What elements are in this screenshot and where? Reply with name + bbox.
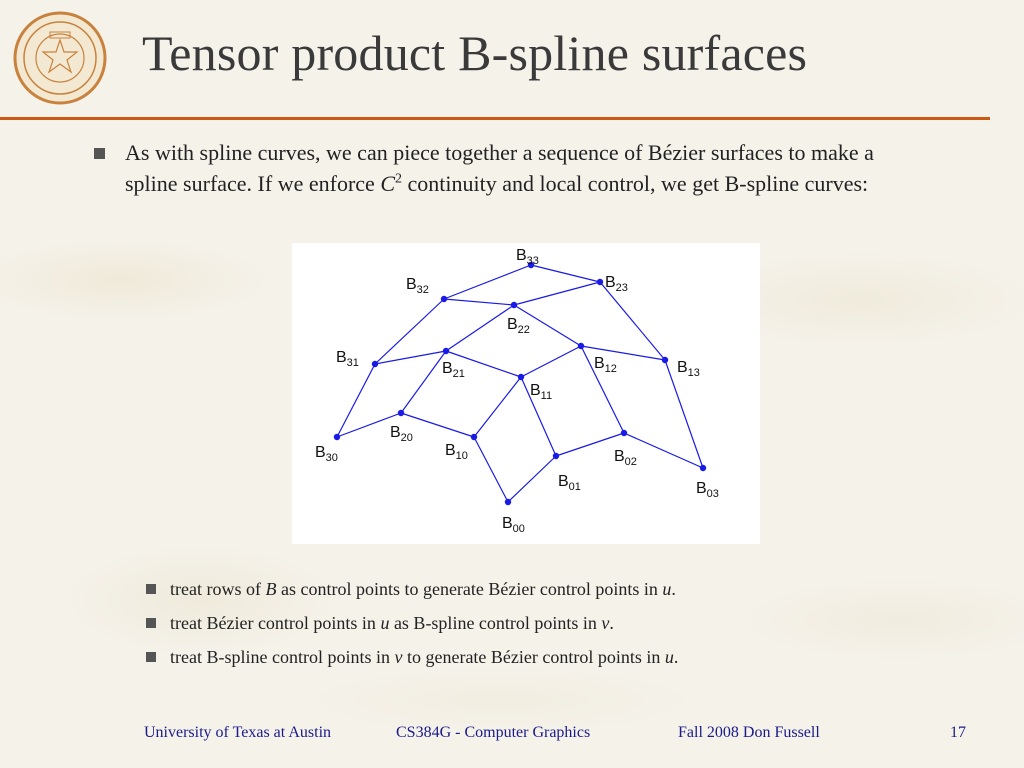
bullet-square-icon — [94, 148, 105, 159]
control-point-b23 — [596, 278, 604, 286]
grid-edge-b23-b33 — [530, 264, 601, 283]
control-point-b21 — [442, 347, 450, 355]
control-point-b02 — [620, 429, 628, 437]
control-point-b30 — [333, 433, 341, 441]
control-point-label-b32: B32 — [406, 276, 429, 296]
control-point-b03 — [699, 464, 707, 472]
grid-edge-b12-b13 — [580, 345, 666, 361]
slide-footer: University of Texas at Austin CS384G - C… — [0, 724, 1024, 748]
grid-edge-b00-b01 — [507, 455, 557, 503]
footer-term-author: Fall 2008 Don Fussell — [678, 724, 820, 741]
control-point-label-b20: B20 — [390, 424, 413, 444]
grid-edge-b20-b30 — [336, 412, 402, 438]
control-point-label-b13: B13 — [677, 359, 700, 379]
control-point-label-b11: B11 — [530, 382, 552, 402]
control-point-label-b00: B00 — [502, 515, 525, 535]
control-point-b22 — [510, 301, 518, 309]
slide-title: Tensor product B-spline surfaces — [142, 25, 808, 81]
control-point-b11 — [517, 373, 525, 381]
grid-edge-b00-b10 — [473, 436, 509, 503]
grid-edge-b32-b33 — [443, 264, 532, 300]
grid-edge-b01-b02 — [555, 432, 625, 457]
grid-edge-b03-b13 — [664, 359, 704, 469]
control-point-b10 — [470, 433, 478, 441]
control-point-label-b21: B21 — [442, 360, 465, 380]
grid-edge-b21-b22 — [445, 304, 515, 352]
control-point-b01 — [552, 452, 560, 460]
grid-edge-b30-b31 — [336, 363, 376, 438]
bullet-square-icon — [146, 652, 156, 662]
control-point-b00 — [504, 498, 512, 506]
grid-edge-b12-b22 — [513, 304, 582, 347]
footer-course: CS384G - Computer Graphics — [396, 724, 591, 741]
control-point-label-b30: B30 — [315, 444, 338, 464]
footer-page-number: 17 — [950, 724, 966, 741]
grid-edge-b02-b03 — [623, 432, 704, 469]
control-point-b32 — [440, 295, 448, 303]
main-bullet-text: As with spline curves, we can piece toge… — [125, 140, 874, 196]
grid-edge-b21-b31 — [374, 350, 447, 365]
control-point-label-b03: B03 — [696, 480, 719, 500]
grid-edge-b10-b11 — [473, 376, 522, 438]
grid-edge-b20-b21 — [400, 350, 447, 414]
control-point-b13 — [661, 356, 669, 364]
grid-edge-b02-b12 — [580, 345, 625, 434]
control-point-label-b31: B31 — [336, 349, 359, 369]
sub-bullet-item: treat B-spline control points in v to ge… — [146, 640, 946, 674]
control-point-label-b02: B02 — [614, 448, 637, 468]
footer-institution: University of Texas at Austin — [144, 724, 332, 741]
grid-edge-b13-b23 — [599, 281, 666, 361]
bullet-square-icon — [146, 618, 156, 628]
control-point-b33 — [527, 261, 535, 269]
control-point-b31 — [371, 360, 379, 368]
control-point-label-b22: B22 — [507, 316, 530, 336]
continuity-order: 2 — [395, 171, 402, 187]
control-point-label-b01: B01 — [558, 473, 581, 493]
grid-edge-b01-b11 — [520, 376, 557, 457]
grid-edge-b10-b20 — [400, 412, 475, 438]
control-point-label-b23: B23 — [605, 274, 628, 294]
control-point-label-b10: B10 — [445, 442, 468, 462]
grid-edge-b11-b21 — [445, 350, 522, 378]
university-seal-icon — [12, 10, 108, 106]
control-point-b20 — [397, 409, 405, 417]
control-point-label-b33: B33 — [516, 247, 539, 267]
grid-edge-b31-b32 — [374, 298, 445, 365]
control-point-label-b12: B12 — [594, 355, 617, 375]
main-bullet: As with spline curves, we can piece toge… — [94, 137, 884, 199]
sub-bullet-item: treat Bézier control points in u as B-sp… — [146, 606, 946, 640]
grid-edge-b22-b23 — [513, 281, 601, 306]
sub-bullet-list: treat rows of B as control points to gen… — [146, 572, 946, 674]
control-point-b12 — [577, 342, 585, 350]
grid-edge-b11-b12 — [520, 345, 582, 378]
bullet-square-icon — [146, 584, 156, 594]
grid-edge-b22-b32 — [443, 298, 515, 306]
sub-bullet-item: treat rows of B as control points to gen… — [146, 572, 946, 606]
title-divider — [0, 117, 990, 120]
continuity-variable: C — [380, 171, 395, 196]
